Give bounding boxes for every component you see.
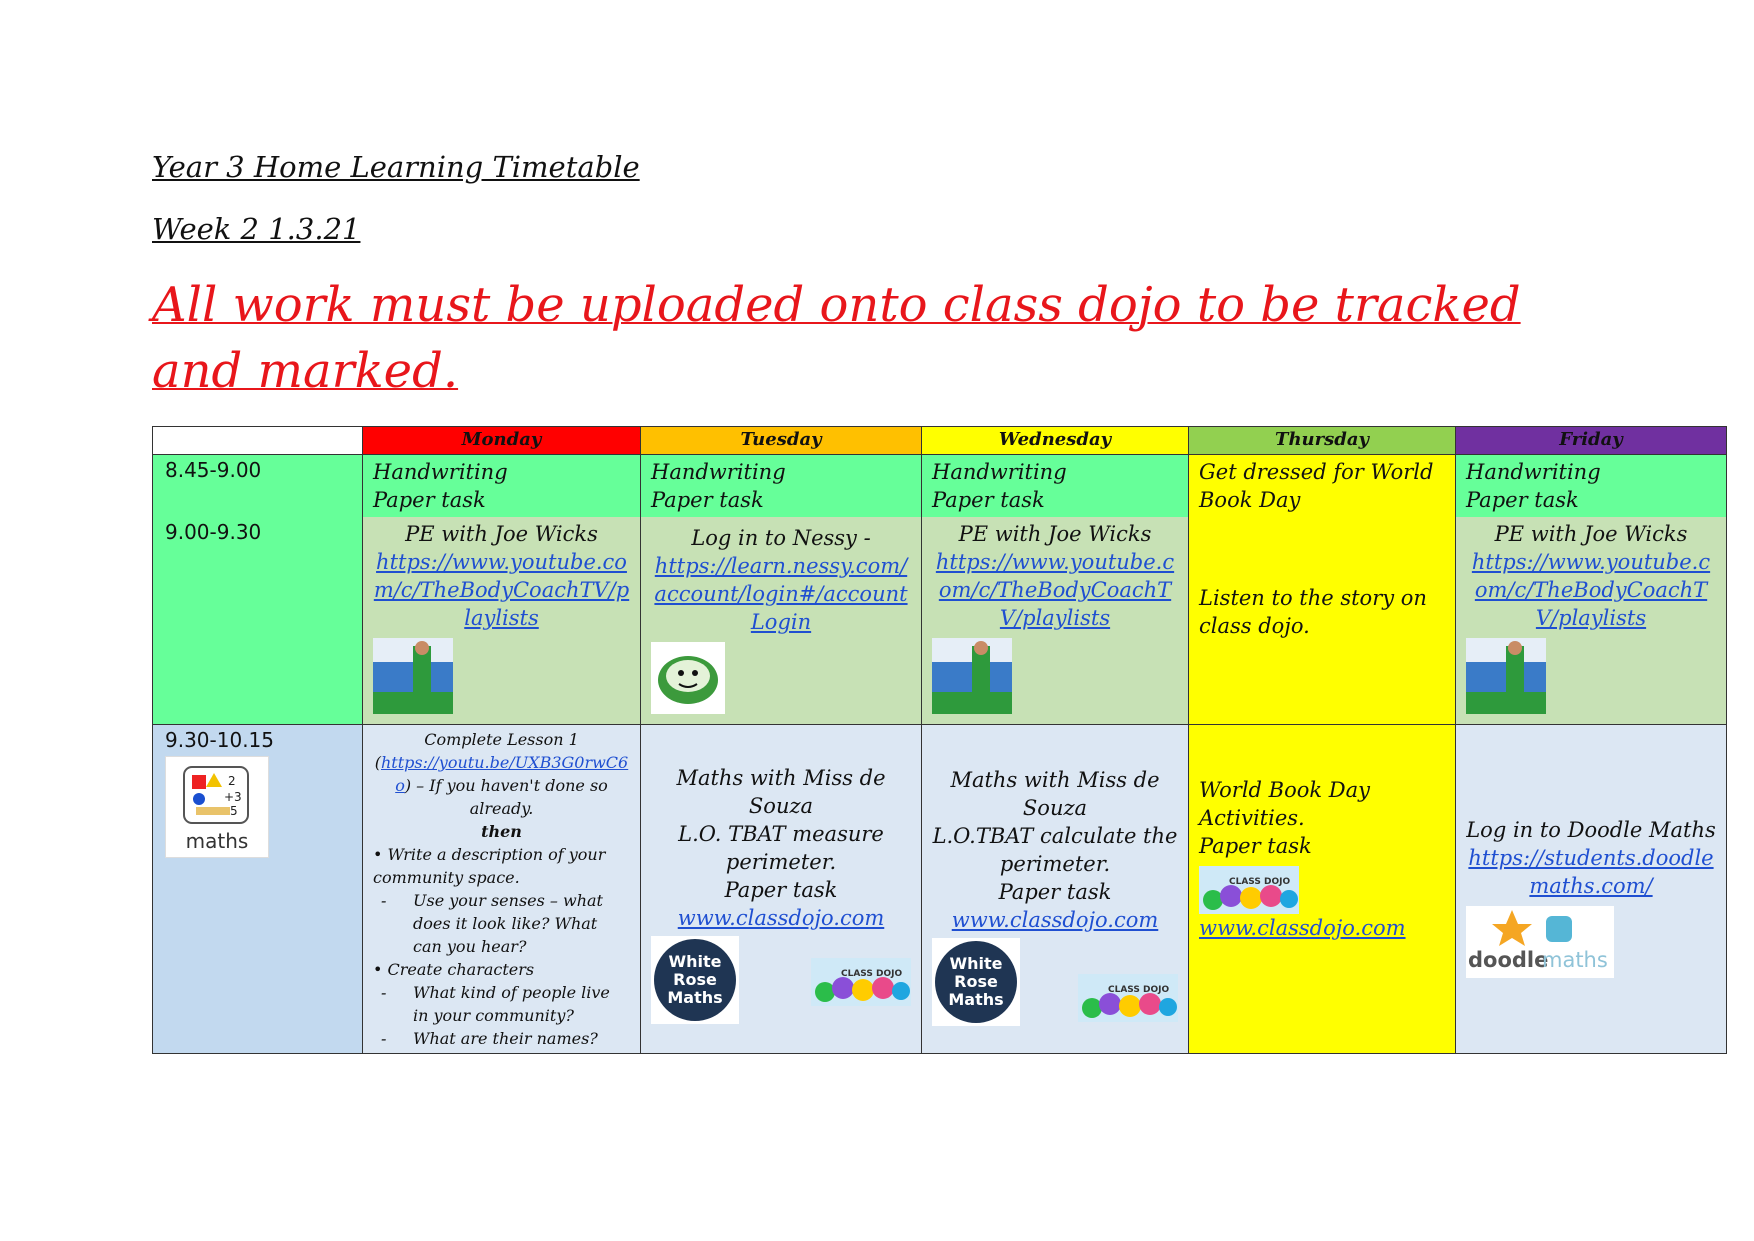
svg-text:2: 2 [228, 774, 236, 788]
timetable-row: 9.00-9.30 PE with Joe Wicks https://www.… [152, 517, 1727, 725]
time-label: 9.30-10.15 [165, 728, 275, 752]
lesson-details: (https://youtu.be/UXB3G0rwC6o) – If you … [373, 751, 630, 820]
time-slot: 9.00-9.30 [152, 517, 363, 725]
day-header-row: Monday Tuesday Wednesday Thursday Friday [152, 426, 1727, 455]
task-story: Listen to the story on class dojo. [1199, 586, 1427, 638]
then-label: then [481, 822, 522, 841]
classdojo-link[interactable]: www.classdojo.com [1199, 916, 1406, 940]
cell-monday: PE with Joe Wicks https://www.youtube.co… [362, 517, 641, 725]
cell-tuesday: Handwriting Paper task [640, 454, 922, 517]
task-title: Get dressed for World Book Day [1199, 460, 1434, 512]
svg-text:+3: +3 [224, 790, 242, 804]
task-title: Log in to Nessy - [691, 526, 871, 550]
day-header-monday: Monday [362, 426, 641, 455]
bullet-item: • Write a description of your community … [373, 845, 606, 887]
cell-tuesday: Log in to Nessy - https://learn.nessy.co… [640, 517, 922, 725]
task-title: World Book Day Activities. [1199, 778, 1371, 830]
task-title: PE with Joe Wicks [1494, 522, 1688, 546]
svg-text:5: 5 [230, 804, 238, 818]
doodle-maths-logo: doodle maths [1466, 906, 1614, 978]
corner-cell [152, 426, 363, 455]
bullet-item: • Create characters [373, 960, 535, 979]
cell-wednesday: PE with Joe Wicks https://www.youtube.co… [921, 517, 1189, 725]
sub-bullet-item: -Use your senses – what does it look lik… [381, 891, 603, 956]
class-dojo-logo: CLASS DOJO [1199, 866, 1299, 914]
nessy-link[interactable]: https://learn.nessy.com/account/login#/a… [654, 554, 908, 634]
time-slot: 9.30-10.15 2 +3 5 maths [152, 724, 363, 1054]
week-label: Week 2 1.3.21 [152, 212, 361, 246]
time-slot: 8.45-9.00 [152, 454, 363, 517]
cell-thursday: World Book Day Activities. Paper task CL… [1188, 724, 1456, 1054]
task-title: Handwriting [932, 460, 1067, 484]
learning-objective: L.O. TBAT measure perimeter. [678, 822, 884, 874]
learning-objective: L.O.TBAT calculate the perimeter. [932, 824, 1178, 876]
youtube-link[interactable]: https://www.youtube.com/c/TheBodyCoachTV… [1471, 550, 1711, 630]
class-dojo-logo: CLASS DOJO [1078, 974, 1178, 1022]
cell-friday: PE with Joe Wicks https://www.youtube.co… [1455, 517, 1727, 725]
day-header-thursday: Thursday [1188, 426, 1456, 455]
task-title: Handwriting [373, 460, 508, 484]
upload-notice: All work must be uploaded onto class doj… [152, 277, 1521, 399]
timetable: Monday Tuesday Wednesday Thursday Friday… [152, 426, 1727, 1054]
doodle-star-icon [1492, 910, 1572, 946]
task-type: Paper task [1199, 834, 1312, 858]
sub-bullet-item: -What kind of people live in your commun… [381, 983, 610, 1025]
task-type: Paper task [998, 880, 1112, 904]
cell-wednesday: Handwriting Paper task [921, 454, 1189, 517]
task-title: PE with Joe Wicks [405, 522, 598, 546]
task-title: Maths with Miss de Souza [676, 766, 886, 818]
task-title: Handwriting [651, 460, 786, 484]
page-title: Year 3 Home Learning Timetable [152, 150, 640, 184]
cell-thursday: Get dressed for World Book Day Listen to… [1188, 454, 1456, 725]
day-header-wednesday: Wednesday [921, 426, 1189, 455]
youtube-link[interactable]: https://www.youtube.com/c/TheBodyCoachTV… [373, 550, 630, 630]
cell-friday: Log in to Doodle Maths https://students.… [1455, 724, 1727, 1054]
maths-logo: 2 +3 5 maths [165, 756, 269, 858]
dojo-monsters-icon [1082, 993, 1177, 1018]
lesson-title: Complete Lesson 1 [424, 730, 579, 749]
joe-wicks-thumbnail-icon [1466, 638, 1546, 714]
task-title: Handwriting [1466, 460, 1601, 484]
time-label: 9.00-9.30 [165, 520, 262, 544]
classdojo-link[interactable]: www.classdojo.com [677, 906, 885, 930]
nessy-logo-icon [651, 642, 725, 714]
joe-wicks-thumbnail-icon [373, 638, 453, 714]
timetable-row: 9.30-10.15 2 +3 5 maths Complete Lesson … [152, 724, 1727, 1054]
dojo-monsters-icon [815, 977, 910, 1002]
timetable-row: 8.45-9.00 Handwriting Paper task Handwri… [152, 454, 1727, 725]
joe-wicks-thumbnail-icon [932, 638, 1012, 714]
class-dojo-logo: CLASS DOJO [811, 958, 911, 1006]
youtube-lesson-link[interactable]: https://youtu.be/UXB3G0rwC6o [381, 753, 629, 795]
maths-symbols-icon: 2 +3 5 [183, 766, 249, 824]
lesson-note: ) – If you haven't done so already. [404, 776, 608, 818]
cell-monday: Complete Lesson 1 (https://youtu.be/UXB3… [362, 724, 641, 1054]
task-title: Log in to Doodle Maths [1466, 818, 1716, 842]
task-type: Paper task [1466, 488, 1579, 512]
task-type: Paper task [724, 878, 838, 902]
task-type: Paper task [651, 488, 764, 512]
doodle-maths-link[interactable]: https://students.doodlemaths.com/ [1468, 846, 1714, 898]
time-label: 8.45-9.00 [165, 458, 262, 482]
dojo-monsters-icon [1203, 885, 1298, 910]
day-header-friday: Friday [1455, 426, 1727, 455]
classdojo-link[interactable]: www.classdojo.com [951, 908, 1159, 932]
cell-monday: Handwriting Paper task [362, 454, 641, 517]
cell-wednesday: Maths with Miss de Souza L.O.TBAT calcul… [921, 724, 1189, 1054]
youtube-link[interactable]: https://www.youtube.com/c/TheBodyCoachTV… [935, 550, 1175, 630]
task-title: PE with Joe Wicks [958, 522, 1152, 546]
task-type: Paper task [373, 488, 486, 512]
sub-bullet-item: -What are their names? [381, 1029, 598, 1048]
cell-tuesday: Maths with Miss de Souza L.O. TBAT measu… [640, 724, 922, 1054]
cell-friday: Handwriting Paper task [1455, 454, 1727, 517]
task-type: Paper task [932, 488, 1045, 512]
maths-logo-label: maths [185, 829, 249, 853]
task-title: Maths with Miss de Souza [950, 768, 1160, 820]
paren-open: ( [374, 753, 381, 772]
day-header-tuesday: Tuesday [640, 426, 922, 455]
